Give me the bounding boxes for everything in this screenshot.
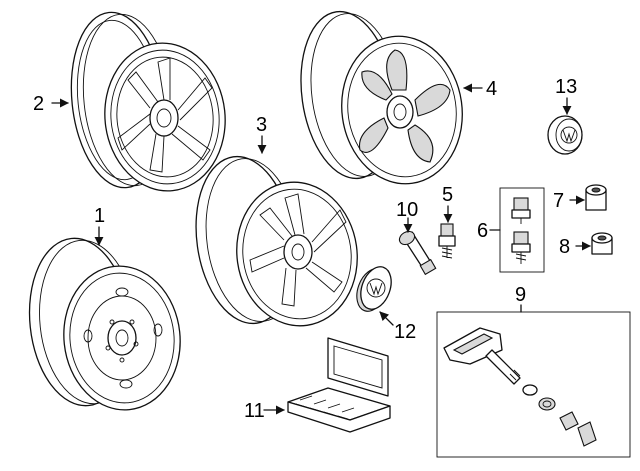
alloy-wheel-part-2[interactable] xyxy=(63,8,232,197)
callout-9: 9 xyxy=(515,284,526,306)
callout-11: 11 xyxy=(244,400,265,422)
callout-13: 13 xyxy=(555,76,577,98)
valve-stem-part-10[interactable] xyxy=(397,229,437,276)
callout-arrow-12 xyxy=(379,311,394,326)
callout-3: 3 xyxy=(256,114,267,136)
steel-wheel-part-1[interactable] xyxy=(21,233,187,415)
callout-12: 12 xyxy=(394,321,416,343)
wheel-bolt-part-5[interactable] xyxy=(438,223,456,259)
callout-10: 10 xyxy=(396,199,418,221)
callout-1: 1 xyxy=(94,205,105,227)
ring-part-7[interactable] xyxy=(585,184,607,211)
lock-bolt-set-part-6[interactable] xyxy=(499,187,545,273)
tpms-sensor-part-9[interactable] xyxy=(436,311,631,458)
ring-part-8[interactable] xyxy=(591,232,613,255)
callout-2: 2 xyxy=(33,93,44,115)
callout-4: 4 xyxy=(486,78,497,100)
callout-8: 8 xyxy=(559,236,570,258)
bolt-kit-case-part-11[interactable] xyxy=(287,337,391,433)
center-cap-part-13[interactable] xyxy=(547,115,583,155)
callout-5: 5 xyxy=(442,184,453,206)
emblem-part-12[interactable] xyxy=(351,263,396,316)
callout-7: 7 xyxy=(553,190,564,212)
alloy-wheel-part-3[interactable] xyxy=(186,150,367,334)
alloy-wheel-part-4[interactable] xyxy=(291,5,472,191)
callout-6: 6 xyxy=(477,220,488,242)
